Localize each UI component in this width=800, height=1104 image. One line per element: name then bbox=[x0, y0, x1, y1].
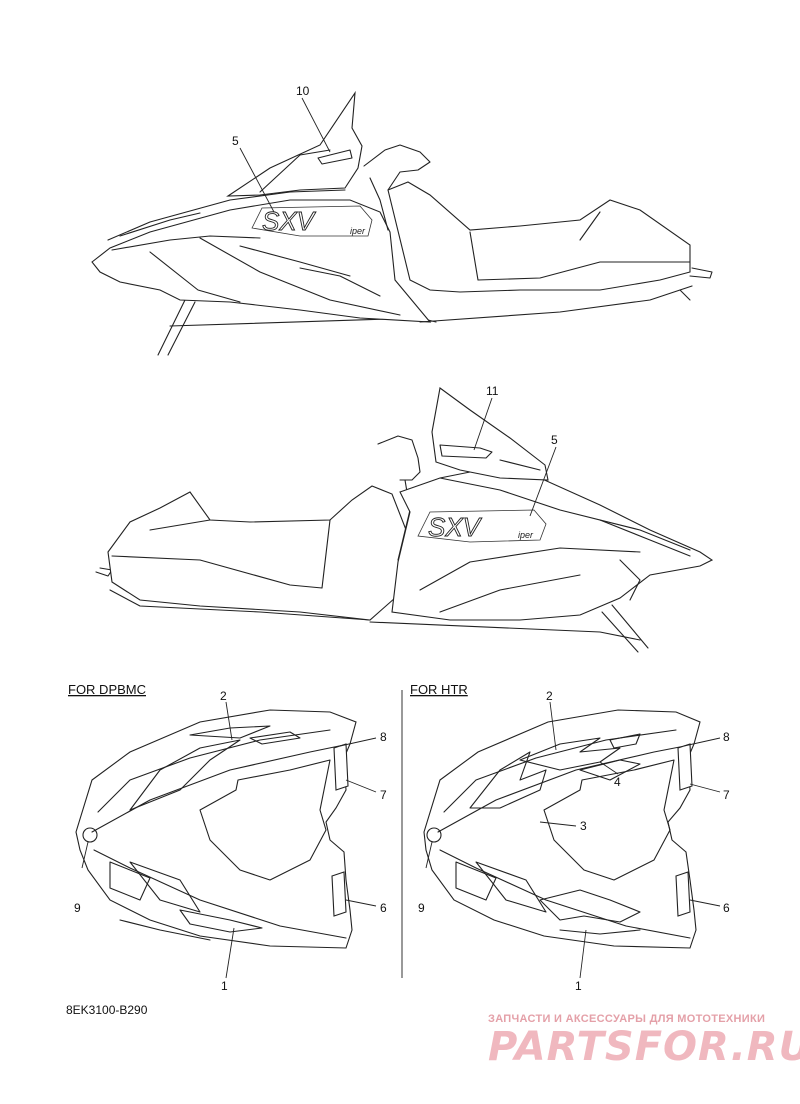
decal-sxv-top: SXV bbox=[262, 206, 317, 236]
callout-htr-6: 6 bbox=[723, 901, 730, 915]
callout-5-top: 5 bbox=[232, 134, 239, 148]
callout-dpbmc-1: 1 bbox=[221, 979, 228, 993]
watermark: ЗАПЧАСТИ И АКСЕССУАРЫ ДЛЯ МОТОТЕХНИКИ PA… bbox=[488, 1013, 800, 1070]
watermark-logo: PARTSFOR.RU bbox=[488, 1024, 800, 1070]
callout-htr-8: 8 bbox=[723, 730, 730, 744]
callout-htr-1: 1 bbox=[575, 979, 582, 993]
decal-suffix-top: iper bbox=[350, 226, 366, 236]
hood-dpbmc: FOR DPBMC 2 8 7 9 6 1 bbox=[68, 682, 387, 993]
callout-5-middle: 5 bbox=[551, 433, 558, 447]
callout-htr-9: 9 bbox=[418, 901, 425, 915]
decal-suffix-middle: iper bbox=[518, 530, 534, 540]
section-title-dpbmc: FOR DPBMC bbox=[68, 682, 146, 697]
watermark-subtitle: ЗАПЧАСТИ И АКСЕССУАРЫ ДЛЯ МОТОТЕХНИКИ bbox=[488, 1013, 765, 1025]
callout-dpbmc-7: 7 bbox=[380, 788, 387, 802]
callout-11: 11 bbox=[486, 384, 499, 398]
hood-htr: FOR HTR 2 8 4 7 3 9 bbox=[410, 682, 730, 993]
callout-htr-4: 4 bbox=[614, 775, 621, 789]
callout-htr-2: 2 bbox=[546, 689, 553, 703]
decal-sxv-middle: SXV bbox=[428, 512, 483, 542]
snowmobile-side-view-top: SXV iper 10 5 bbox=[91, 84, 713, 356]
snowmobile-side-view-middle: SXV iper 11 5 bbox=[95, 384, 714, 653]
callout-htr-3: 3 bbox=[580, 819, 587, 833]
callout-dpbmc-9: 9 bbox=[74, 901, 81, 915]
section-title-htr: FOR HTR bbox=[410, 682, 468, 697]
callout-dpbmc-6: 6 bbox=[380, 901, 387, 915]
callout-htr-7: 7 bbox=[723, 788, 730, 802]
callout-dpbmc-8: 8 bbox=[380, 730, 387, 744]
callout-dpbmc-2: 2 bbox=[220, 689, 227, 703]
callout-10: 10 bbox=[296, 84, 310, 98]
part-code: 8EK3100-B290 bbox=[66, 1003, 148, 1017]
